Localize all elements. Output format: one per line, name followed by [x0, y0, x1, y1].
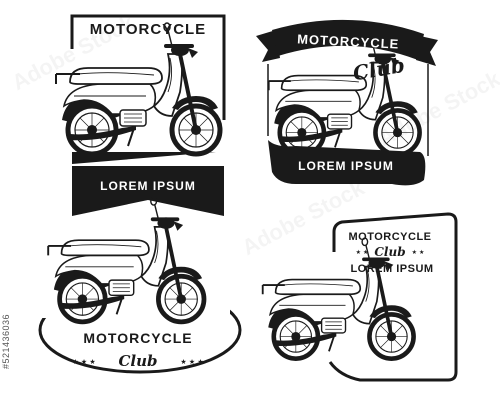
star-row-right: ★ ★: [412, 249, 425, 256]
badge-subtitle: LOREM IPSUM: [298, 159, 394, 173]
badge-subtitle: LOREM IPSUM: [350, 263, 433, 275]
badge-subtitle: LOREM IPSUM: [100, 179, 196, 193]
badge-motorcycle-club-speech: MOTORCYCLE ★ ★ Club ★ ★ LOREM IPSUM: [263, 212, 458, 382]
badge-motorcycle: MOTORCYCLE LOREM IPSUM: [56, 14, 226, 216]
ribbon-banner: [272, 19, 424, 61]
motorcycle-illustration: [56, 23, 220, 154]
badge-title: MOTORCYCLE: [297, 31, 400, 51]
badge-motorcycle-club: MOTORCYCLE Club LOREM IPSUM: [256, 19, 438, 186]
badge-title: MOTORCYCLE: [83, 330, 192, 346]
badge-title: MOTORCYCLE: [348, 231, 431, 243]
badge-script: Club: [374, 245, 405, 259]
banner-pennant: [72, 166, 224, 216]
stock-id: #521436036: [1, 313, 11, 369]
star-row-right: ★ ★ ★: [180, 358, 203, 366]
ground-stripe: [72, 152, 216, 164]
badge-script: Club: [118, 352, 157, 370]
badge-title: MOTORCYCLE: [90, 21, 206, 38]
bottom-plate: [268, 140, 426, 186]
badge-outline: [267, 64, 429, 156]
badge-speech-frame: [328, 212, 458, 382]
badge-script: Club: [351, 53, 406, 86]
badge-frame: [70, 14, 226, 120]
star-row-left: ★ ★ ★: [72, 358, 95, 366]
star-row-left: ★ ★: [356, 249, 369, 256]
badge-motorcycle-club-oval: MOTORCYCLE ★ ★ ★ Club ★ ★ ★: [30, 197, 242, 374]
